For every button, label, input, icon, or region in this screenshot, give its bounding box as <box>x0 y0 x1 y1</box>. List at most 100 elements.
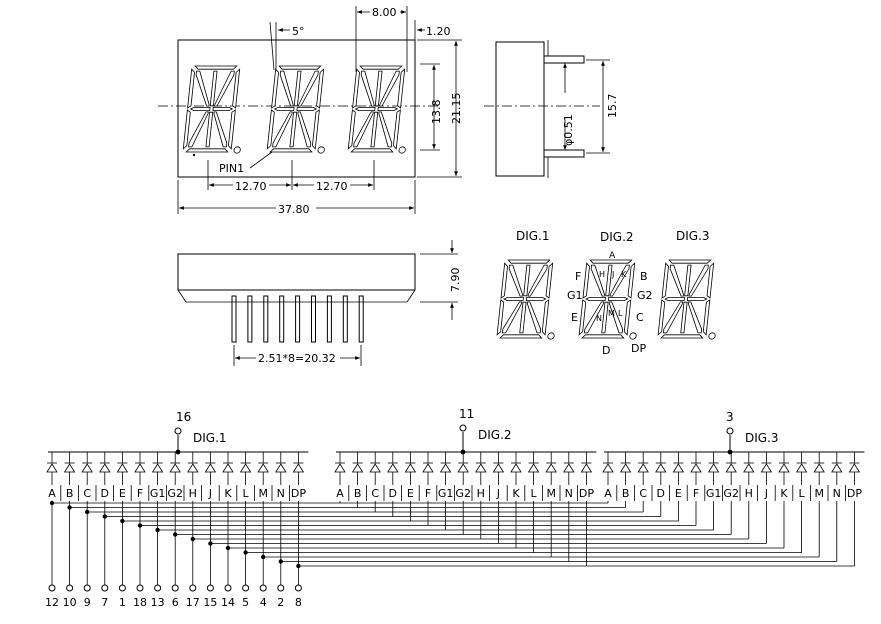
seg-f <box>661 262 669 299</box>
junction-dot <box>173 532 178 537</box>
segment-label-c: C <box>83 487 91 500</box>
seg-m <box>601 301 609 334</box>
front-digit-group <box>182 65 406 154</box>
segment-label-c: C <box>639 487 647 500</box>
segment-label-d: D <box>101 487 109 500</box>
seg-m <box>680 301 688 334</box>
seg-l <box>378 111 393 148</box>
front-digit-1 <box>182 65 241 154</box>
front-digit-2 <box>266 65 325 154</box>
seg-f <box>352 68 360 109</box>
junction-dot <box>67 505 72 510</box>
segment-label-c: C <box>636 311 644 324</box>
segment-label-m: M <box>814 487 824 500</box>
seg-dp <box>233 146 241 154</box>
led-diode <box>743 463 755 473</box>
seg-n <box>663 301 684 334</box>
seg-b <box>232 68 241 109</box>
seg-c <box>623 299 632 336</box>
junction-dot <box>120 518 125 524</box>
seg-g2 <box>212 107 234 111</box>
seg-j <box>523 264 531 297</box>
seg-j <box>293 70 302 107</box>
common-digit-label: DIG.2 <box>478 428 512 442</box>
seg-l <box>687 301 703 334</box>
segment-pin-number: 1 <box>119 596 126 609</box>
led-diode <box>422 463 434 473</box>
led-diode <box>637 463 649 473</box>
segment-label-j: J <box>611 270 614 279</box>
bottom-pin-group <box>231 295 364 343</box>
led-diode <box>778 463 790 473</box>
seg-k <box>298 70 319 107</box>
junction-dot <box>225 545 231 551</box>
seg-b <box>627 262 636 299</box>
common-pin-terminal <box>174 427 182 435</box>
led-diode <box>510 463 522 473</box>
seg-k <box>214 70 235 107</box>
led-diode <box>239 463 252 473</box>
led-diode <box>369 463 381 473</box>
seg-b <box>706 262 715 299</box>
bottom-pin <box>326 295 332 343</box>
dim-bg <box>276 202 316 214</box>
seg-g2 <box>525 297 547 301</box>
seg-l <box>297 111 312 148</box>
junction-dot <box>208 541 213 546</box>
segment-label-j: J <box>764 487 768 500</box>
led-diode <box>46 463 58 473</box>
led-diode <box>257 463 269 473</box>
seg-d <box>659 334 704 339</box>
pitch-dim-1: 12.70 <box>235 180 267 193</box>
angle-line-1 <box>269 21 275 71</box>
common-digit-label: DIG.3 <box>745 431 779 445</box>
pin1-label: PIN1 <box>219 162 244 175</box>
segment-label-g2: G2 <box>455 487 471 500</box>
map-digit-label-3: DIG.3 <box>676 229 710 243</box>
common-pin-number: 3 <box>726 410 734 424</box>
segment-pin-number: 15 <box>203 596 217 609</box>
junction-dot <box>49 500 55 506</box>
led-diode <box>99 463 111 473</box>
seg-d <box>185 148 229 153</box>
segment-label-a: A <box>604 487 612 500</box>
seg-h <box>508 264 523 297</box>
segment-label-f: F <box>137 487 143 500</box>
seg-c <box>228 109 236 150</box>
seg-g2 <box>686 297 708 301</box>
seg-k <box>527 264 548 297</box>
segment-label-g2: G2 <box>723 487 739 500</box>
led-diode <box>527 463 540 473</box>
segment-label-h: H <box>745 487 753 500</box>
common-digit-label: DIG.1 <box>193 431 227 445</box>
seg-g1 <box>503 297 524 301</box>
dim-bg <box>256 351 340 364</box>
led-diode <box>725 463 737 473</box>
pin1-leader <box>249 151 273 169</box>
led-diode <box>292 463 305 473</box>
seg-g1 <box>354 107 376 111</box>
segment-label-k: K <box>621 270 627 279</box>
seg-j <box>209 70 218 107</box>
segment-label-d: D <box>657 487 665 500</box>
map-digit-2 <box>578 259 637 340</box>
map-digit-label-2: DIG.2 <box>600 230 634 244</box>
segment-label-m: M <box>546 487 556 500</box>
led-diode <box>404 463 417 473</box>
body-height-dim: 21.15 <box>450 93 463 125</box>
segment-pin-terminal <box>277 584 285 592</box>
led-diode <box>63 463 76 473</box>
segment-label-dp: DP <box>579 487 594 500</box>
led-diode <box>116 463 129 473</box>
segment-label-e: E <box>407 487 414 500</box>
segment-label-b: B <box>354 487 362 500</box>
seg-k <box>379 70 400 107</box>
seg-a <box>507 259 551 264</box>
bottom-pin <box>231 295 237 343</box>
side-body-outline <box>495 41 545 177</box>
seg-n <box>353 111 374 148</box>
segment-pin-number: 2 <box>277 596 284 609</box>
segment-pin-terminal <box>259 584 267 592</box>
segment-label-g1: G1 <box>438 487 454 500</box>
